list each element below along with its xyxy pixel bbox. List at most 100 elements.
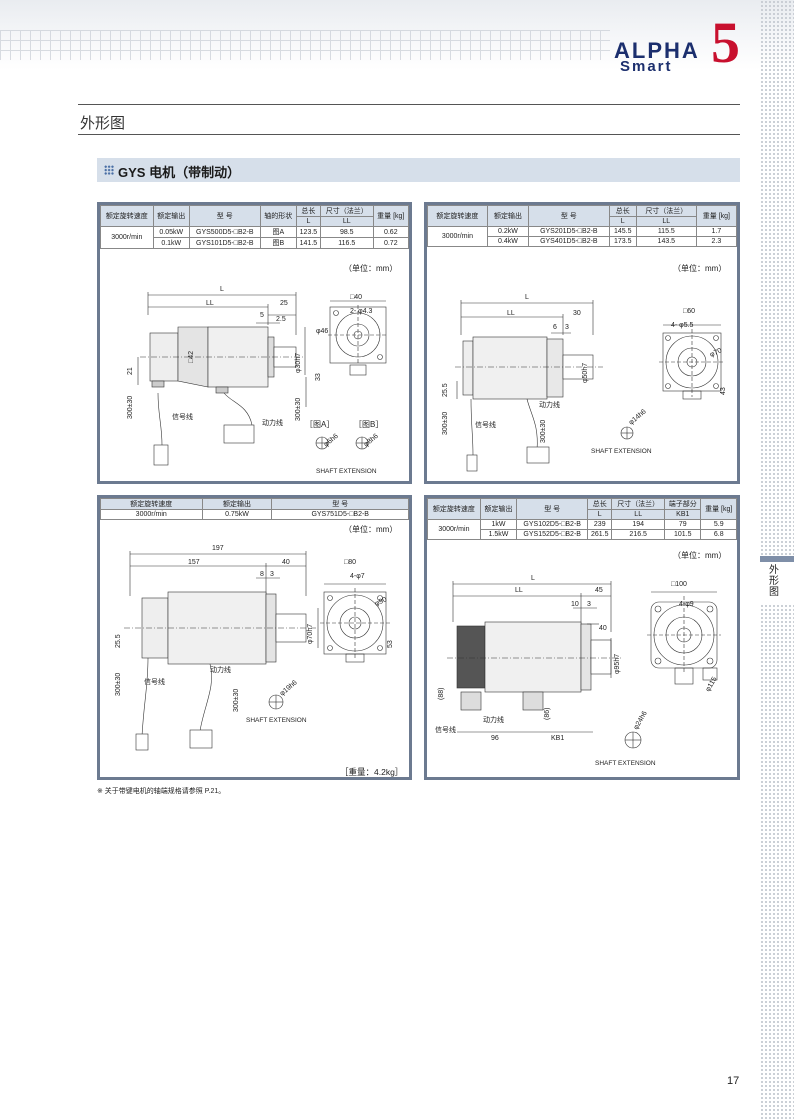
panel-gys-1-1-5kw: 额定旋转速度 额定输出 型 号 总长 尺寸（法兰） 端子部分 重量 [kg] L…	[424, 495, 740, 780]
col-LL: LL	[611, 509, 666, 520]
signal-line-label: 信号线	[475, 420, 496, 429]
dim-cable1: 300±30	[127, 396, 134, 419]
dim-L: L	[531, 575, 535, 582]
spec-table: 额定旋转速度 额定输出 型 号 总长 尺寸（法兰） 重量 [kg] L LL 3…	[427, 205, 738, 247]
dim-33: 33	[315, 373, 322, 381]
dim-5: 5	[260, 312, 264, 319]
dim-2-5: 2.5	[276, 316, 286, 323]
logo-alpha: ALPHA	[614, 38, 700, 63]
signal-line-label: 信号线	[172, 412, 193, 421]
dim-sq100: □100	[671, 581, 687, 588]
dim-3: 3	[565, 324, 569, 331]
dim-L: L	[525, 294, 529, 301]
side-tab[interactable]: 外形图	[760, 556, 794, 604]
dim-96: 96	[491, 735, 499, 742]
cell: GYS152D5-□B2-B	[516, 529, 589, 540]
spec-table: 额定旋转速度 额定输出 型 号 轴的形状 总长 尺寸（法兰） 重量 [kg] L…	[100, 205, 410, 249]
header-grid-pattern	[0, 30, 610, 60]
cell: 2.3	[695, 236, 738, 247]
fig-a-label: ［图A］	[305, 420, 334, 429]
col-LL: LL	[635, 216, 697, 227]
shaft-6-label: φ6h6	[323, 433, 340, 449]
dim-cable2: 300±30	[295, 398, 302, 421]
col-flange: 尺寸（法兰）	[319, 205, 374, 217]
logo-smart: Smart	[620, 58, 673, 75]
shaft-extension-label: SHAFT EXTENSION	[595, 760, 656, 767]
fig-b-label: ［图B］	[354, 420, 383, 429]
cell: 1.5kW	[479, 529, 518, 540]
cell: 194	[611, 519, 666, 530]
cell: 6.8	[700, 529, 737, 540]
side-tab-bar	[760, 556, 794, 562]
panel-gys-50-100w: 额定旋转速度 额定输出 型 号 轴的形状 总长 尺寸（法兰） 重量 [kg] L…	[97, 202, 412, 484]
dim-197: 197	[212, 545, 224, 552]
dim-KB1: KB1	[551, 735, 564, 742]
dim-holes: 4- φ5.5	[671, 322, 694, 329]
dim-shaft: φ30h7	[295, 353, 302, 373]
col-speed: 额定旋转速度	[427, 498, 481, 520]
dim-phi90: φ90	[374, 596, 388, 608]
cell: 239	[587, 519, 613, 530]
panel-gys-200-400w: 额定旋转速度 额定输出 型 号 总长 尺寸（法兰） 重量 [kg] L LL 3…	[424, 202, 740, 484]
cell-speed: 3000r/min	[427, 226, 488, 247]
col-model: 型 号	[271, 498, 409, 510]
signal-line-label: 信号线	[435, 725, 456, 734]
col-weight: 重量 [kg]	[372, 205, 410, 227]
table-row: 0.1kW GYS101D5-□B2-B 图B 141.5 116.5 0.72	[101, 237, 410, 249]
col-L: L	[608, 216, 637, 227]
dim-40: 40	[599, 625, 607, 632]
col-L: L	[295, 216, 321, 227]
col-speed: 额定旋转速度	[427, 205, 488, 227]
cell: 141.5	[295, 237, 321, 249]
cell: 173.5	[608, 236, 637, 247]
dim-30: 30	[573, 310, 581, 317]
dim-shaft: φ95h7	[614, 654, 621, 674]
shaft-19-label: φ19h6	[279, 679, 299, 697]
col-output: 额定输出	[479, 498, 518, 520]
unit-label: （单位：mm）	[344, 525, 398, 534]
cell: 0.1kW	[152, 237, 190, 249]
shaft-extension-label: SHAFT EXTENSION	[591, 448, 652, 455]
header-band	[0, 0, 794, 70]
col-weight: 重量 [kg]	[695, 205, 738, 227]
cell-speed: 3000r/min	[100, 226, 154, 249]
cell: 0.05kW	[152, 226, 190, 238]
panel-gys-750w: 额定旋转速度 额定输出 型 号 3000r/min 0.75kW GYS751D…	[97, 495, 412, 780]
col-speed: 额定旋转速度	[100, 205, 154, 227]
power-line-label: 动力线	[539, 400, 560, 409]
cell: GYS102D5-□B2-B	[516, 519, 589, 530]
dim-phi115: φ115	[705, 676, 719, 693]
col-output: 额定输出	[152, 205, 190, 227]
col-total: 总长	[295, 205, 321, 217]
cell: 115.5	[635, 226, 697, 237]
col-shape: 轴的形状	[259, 205, 297, 227]
cell: 261.5	[587, 529, 613, 540]
dim-86: (86)	[544, 708, 551, 720]
shaft-8-label: φ8h6	[363, 433, 380, 449]
dim-8: 8	[260, 571, 264, 578]
dim-LL: LL	[206, 300, 214, 307]
spec-table: 额定旋转速度 额定输出 型 号 总长 尺寸（法兰） 端子部分 重量 [kg] L…	[427, 498, 737, 540]
dim-3: 3	[270, 571, 274, 578]
weight-note: ［重量：4.2kg］	[340, 767, 404, 777]
table-row: 0.4kW GYS401D5-□B2-B 173.5 143.5 2.3	[428, 236, 738, 247]
cell: 98.5	[319, 226, 374, 238]
power-line-label: 动力线	[483, 715, 504, 724]
dim-45: 45	[595, 587, 603, 594]
unit-label: （单位：mm）	[344, 264, 398, 273]
col-weight: 重量 [kg]	[700, 498, 737, 520]
dim-LL: LL	[507, 310, 515, 317]
power-line-label: 动力线	[210, 665, 231, 674]
dim-25: 25	[280, 300, 288, 307]
cell: 145.5	[608, 226, 637, 237]
cell: 图B	[259, 237, 297, 249]
motor-drawing: L LL 30 6 3 □60 4- φ5.5 φ70 φ50h7 25.5 4…	[442, 294, 727, 472]
page-number: 17	[727, 1075, 740, 1087]
title-rule-bottom	[78, 134, 740, 135]
dim-holes: 4-φ7	[350, 573, 365, 580]
col-total: 总长	[608, 205, 637, 217]
shaft-14-label: φ14h6	[628, 408, 648, 426]
col-LL: LL	[319, 216, 374, 227]
col-output: 额定输出	[201, 498, 273, 510]
dim-cable2: 300±30	[233, 689, 240, 712]
